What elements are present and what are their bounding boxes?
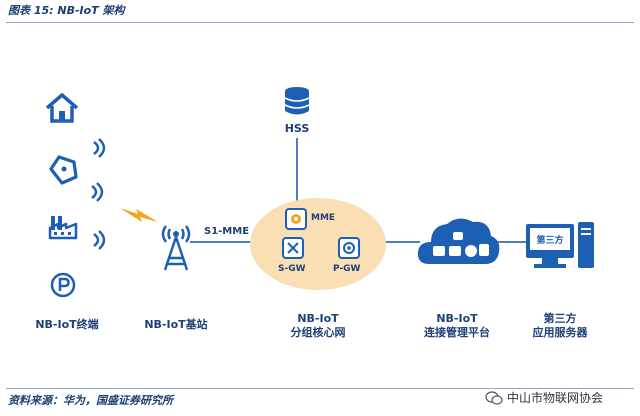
screen-label: 第三方 [536, 235, 564, 246]
platform-caption-line1: NB-IoT [436, 312, 478, 325]
terminal-caption: NB-IoT终端 [35, 318, 99, 331]
house-icon [45, 93, 79, 123]
watermark-text: 中山市物联网协会 [507, 391, 604, 405]
hss-label: HSS [284, 122, 310, 135]
computer-icon: 第三方 [526, 222, 594, 270]
core-network [250, 198, 386, 290]
monitor-stand [542, 258, 558, 264]
wifi-icon [93, 230, 106, 250]
base-station-caption: NB-IoT基站 [144, 318, 208, 331]
pet-icon [49, 155, 78, 185]
sgw-icon [282, 237, 304, 259]
watermark: 中山市物联网协会 [485, 389, 603, 406]
figure-title: 图表 15: NB-IoT 架构 [8, 4, 125, 17]
app-server-caption-line2: 应用服务器 [532, 326, 588, 339]
parking-icon [50, 272, 76, 298]
database-icon [284, 87, 310, 115]
monitor-base [534, 264, 566, 268]
wifi-icon [93, 138, 106, 158]
wifi-icon [91, 182, 104, 202]
link-hss-mme [296, 138, 298, 206]
mme-label: MME [311, 213, 336, 223]
platform-caption: NB-IoT 连接管理平台 [402, 312, 512, 340]
server-slot [581, 233, 591, 235]
link-core-platform [380, 241, 420, 243]
s1-mme-label: S1-MME [204, 226, 250, 237]
top-divider [6, 22, 634, 23]
monitor-screen: 第三方 [530, 228, 570, 250]
cloud-icon [417, 218, 500, 264]
lightning-icon [120, 208, 158, 222]
link-platform-server [497, 241, 527, 243]
link-base-core [190, 241, 256, 243]
platform-caption-line2: 连接管理平台 [424, 326, 490, 339]
app-server-caption-line1: 第三方 [543, 312, 577, 325]
wechat-icon [485, 390, 503, 405]
factory-icon [48, 216, 78, 240]
core-network-caption: NB-IoT 分组核心网 [262, 312, 374, 340]
pgw-icon [338, 237, 360, 259]
mme-icon [285, 208, 307, 230]
antenna-tower-icon [161, 225, 191, 271]
server-slot [581, 228, 591, 230]
source-note: 资料来源：华为，国盛证券研究所 [8, 394, 173, 407]
sgw-label: S-GW [278, 264, 306, 274]
core-network-caption-line1: NB-IoT [297, 312, 339, 325]
core-network-caption-line2: 分组核心网 [290, 326, 346, 339]
pgw-label: P-GW [333, 264, 361, 274]
bottom-divider [6, 388, 634, 389]
app-server-caption: 第三方 应用服务器 [510, 312, 610, 340]
